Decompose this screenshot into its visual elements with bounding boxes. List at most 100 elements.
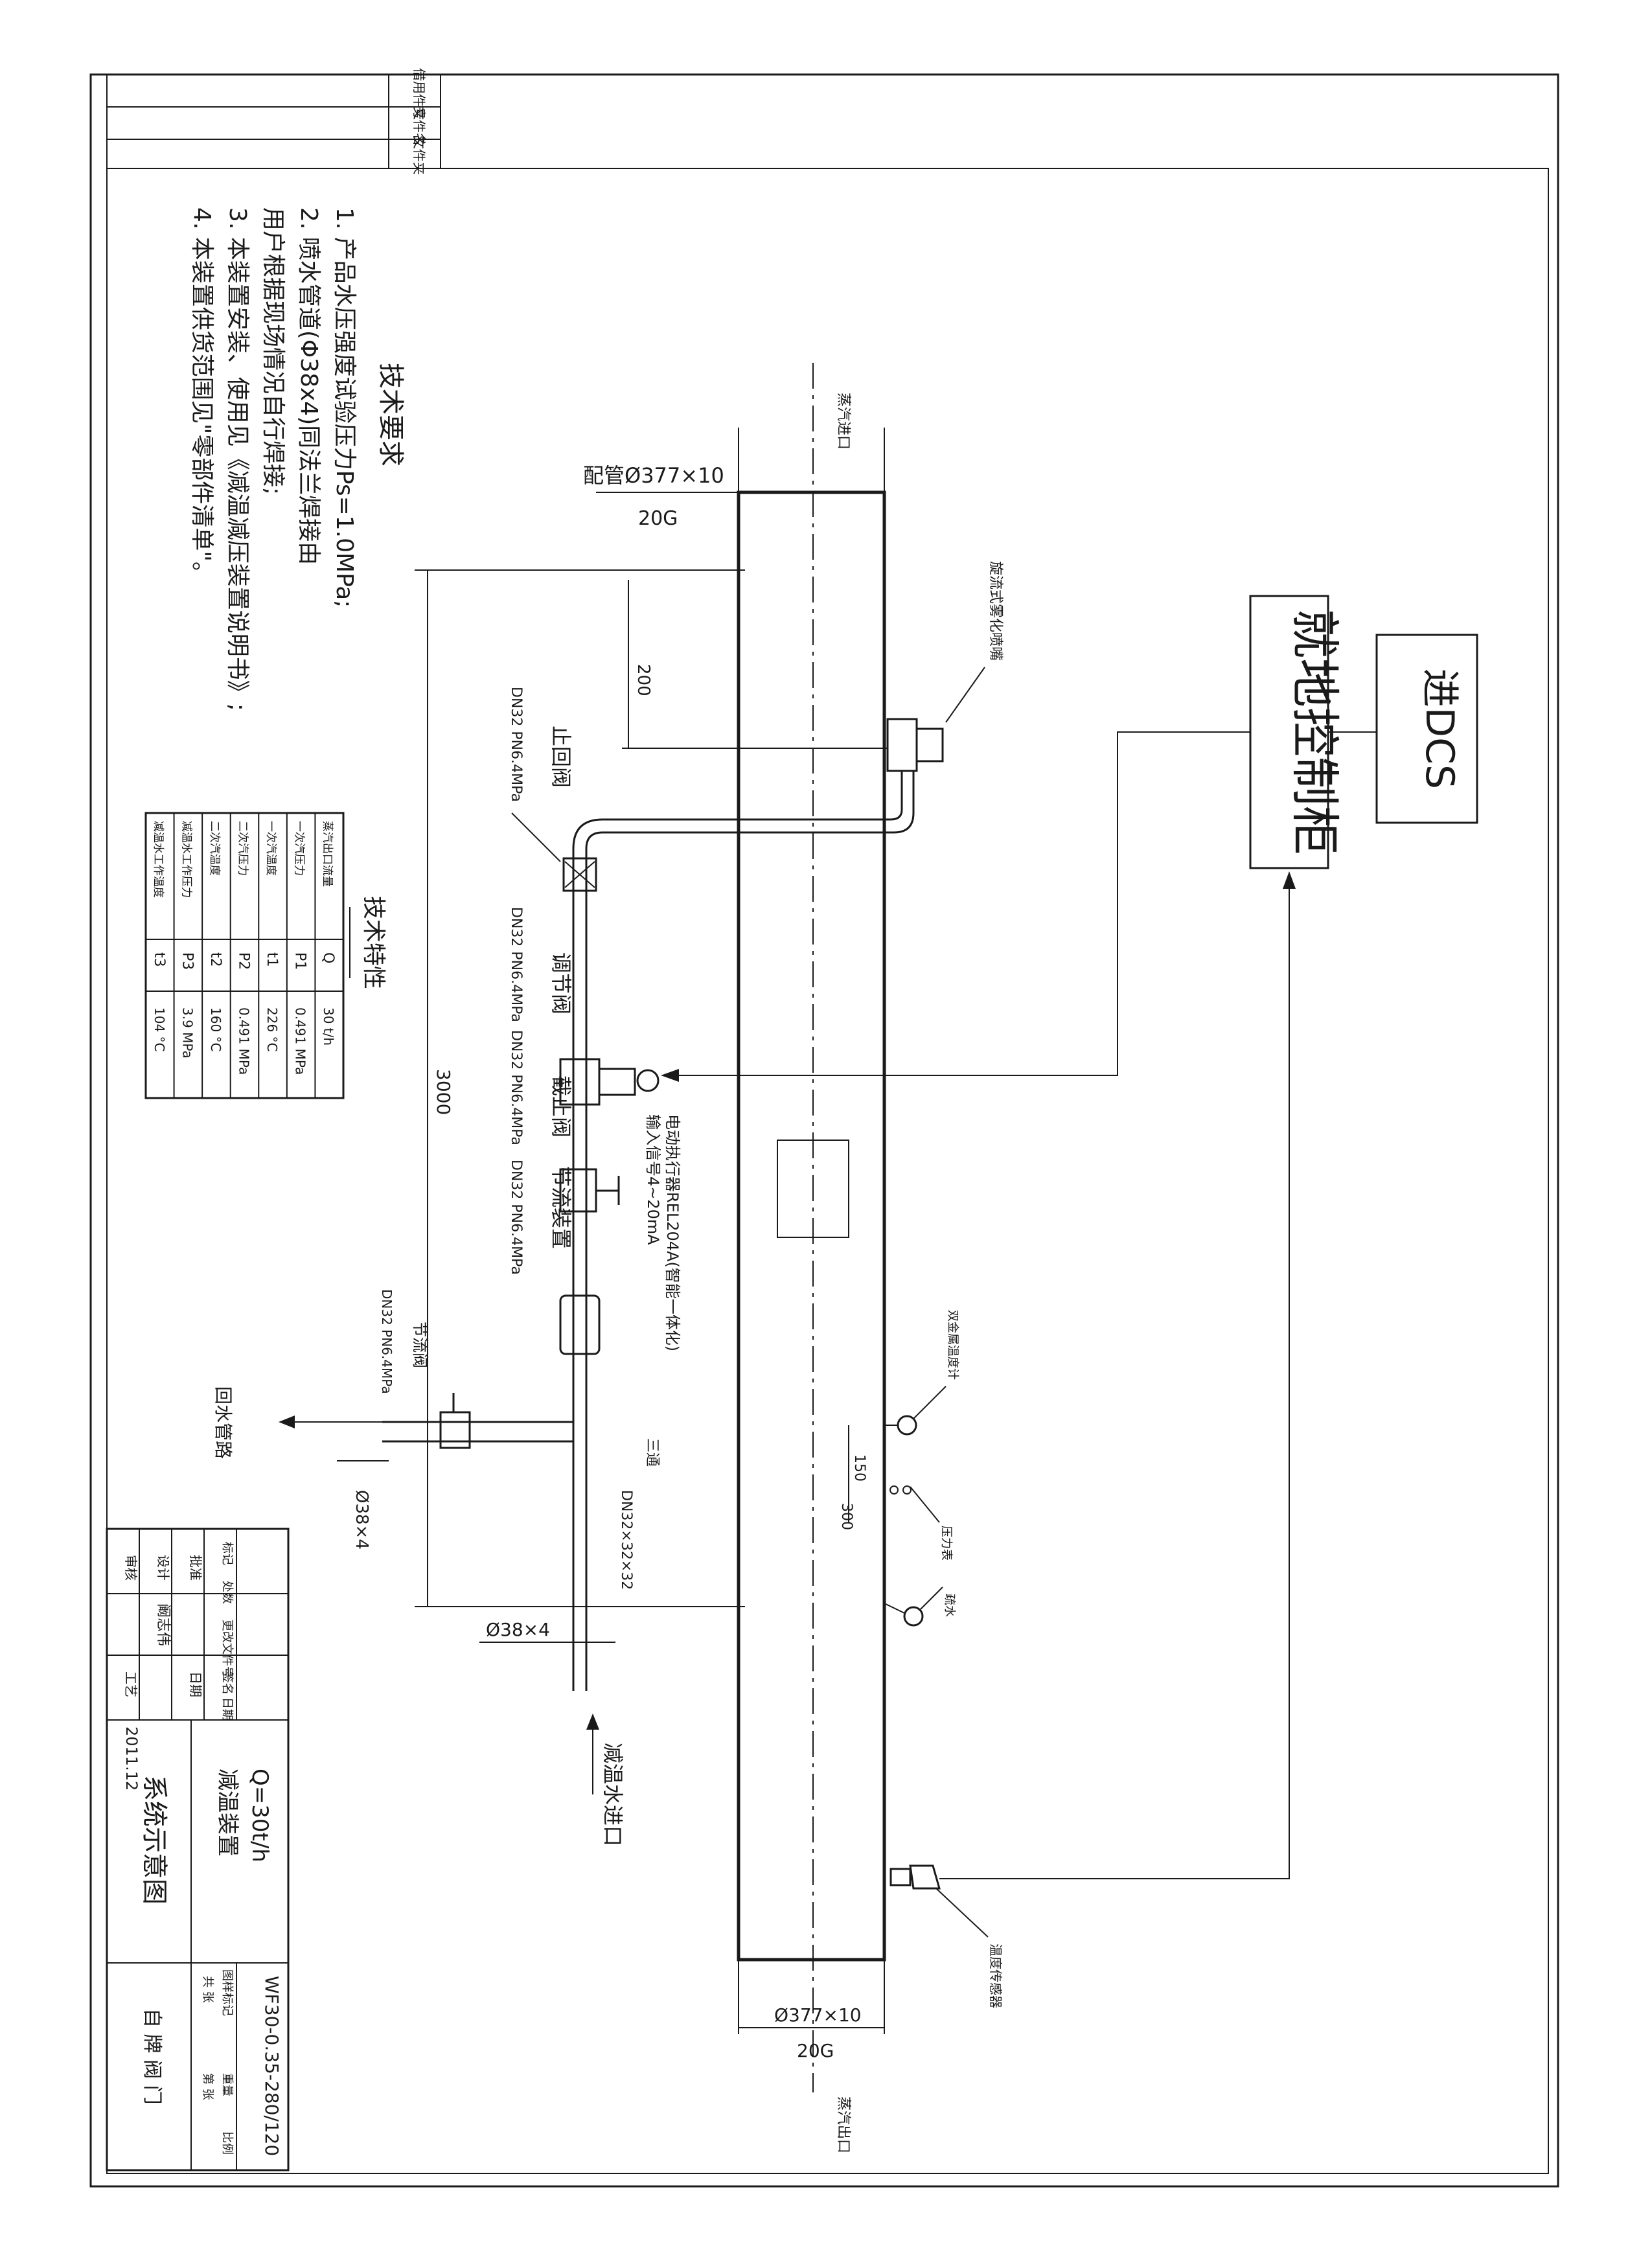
orifice-label: 节流装置 <box>549 1166 573 1249</box>
title-block: 设计 阚志伟 审核 批准 工艺 日期 2011.12 标记 处数 更改文件号 签… <box>106 1528 290 2171</box>
actuator-signal-line <box>674 731 1250 1076</box>
actuator-body <box>598 1068 636 1096</box>
pressure-gauge <box>889 1485 899 1495</box>
pressure-gauge <box>902 1485 912 1495</box>
pipe-top-spec: 配管Ø377×10 <box>583 463 724 488</box>
actuator-handwheel <box>636 1069 660 1092</box>
spec-symbol: P2 <box>236 952 252 970</box>
check-valve <box>562 857 597 892</box>
check-valve-label: 止回阀 <box>549 726 573 788</box>
pressure-gauge-label: 压力表 <box>939 1526 953 1561</box>
spray-line: 旋流式雾化喷嘴 200 <box>572 561 1004 865</box>
arrow-head <box>1283 871 1296 889</box>
leader <box>945 667 985 723</box>
temp-sensor-head <box>909 1864 941 1890</box>
sheet-label: 共 张 <box>201 1976 214 2003</box>
strip-label: 借用件号 <box>411 68 427 120</box>
spec-symbol: t1 <box>264 952 280 967</box>
spec-name: 一次汽压力 <box>293 821 306 876</box>
tb-row-label: 日期 <box>220 1697 234 1721</box>
inner-border <box>106 168 1549 2174</box>
stage-label: 图样标记 <box>220 1969 234 2016</box>
company-name: 自 牌 阀 门 <box>141 2008 163 2105</box>
note-item: 2. 喷水管道(Φ38x4)同法兰焊接由 <box>295 207 322 565</box>
tb-row-label: 签名 <box>220 1671 234 1695</box>
tb-date-label: 日期 <box>188 1671 203 1697</box>
dim-150: 150 <box>851 1454 867 1482</box>
steam-pipe-body <box>737 490 886 1962</box>
note-item: 1. 产品水压强度试验压力Ps=1.0MPa; <box>331 207 358 608</box>
arrow-head <box>586 1713 599 1730</box>
tb-approve-label: 批准 <box>188 1555 203 1581</box>
tb-design-label: 设计 <box>155 1555 171 1581</box>
leader <box>919 1587 943 1610</box>
check-valve-mark <box>564 861 595 888</box>
stop-valve-spec: DN32 PN6.4MPa <box>508 1030 524 1145</box>
spec-value: 104 °C <box>152 1007 167 1052</box>
title-block-frame <box>106 1528 290 2171</box>
reg-valve-spec: DN32 PN6.4MPa <box>508 907 524 1022</box>
spec-name: 二次汽温度 <box>208 821 221 876</box>
spray-pipe-outer <box>585 771 915 865</box>
tb-design-name: 阚志伟 <box>155 1603 171 1646</box>
leader <box>910 1486 940 1523</box>
pipe-bottom-spec: Ø377×10 <box>774 2004 862 2026</box>
drawing-number: WF30-0.35-280/120 <box>261 1976 282 2156</box>
tb-date: 2011.12 <box>122 1726 141 1791</box>
arrow-head <box>279 1415 295 1428</box>
pipe-inspection-box <box>777 1140 849 1238</box>
control-system: 就地控制柜 进DCS <box>661 595 1478 1879</box>
leader <box>935 1888 989 1938</box>
notes-title: 技术要求 <box>376 363 406 466</box>
scale-label: 比例 <box>220 2131 234 2155</box>
thermometer-label: 双金属温度计 <box>946 1310 959 1380</box>
arrow-head <box>661 1069 679 1082</box>
instrument-stem <box>884 1603 905 1614</box>
spec-value: 226 °C <box>264 1007 280 1052</box>
steam-pipe: 配管Ø377×10 20G 蒸汽进口 Ø377×10 20G 蒸汽出口 <box>583 363 886 2153</box>
spec-name: 减温水工作温度 <box>152 821 165 898</box>
pipe-top-material: 20G <box>638 507 678 530</box>
notes-block: 技术要求 1. 产品水压强度试验压力Ps=1.0MPa; 2. 喷水管道(Φ38… <box>189 207 406 711</box>
note-item: 4. 本装置供货范围见"零部件清单"。 <box>189 207 215 585</box>
product-line2: 减温装置 <box>214 1769 240 1857</box>
actuator-label: 电动执行器REL204A(智能一体化) <box>663 1114 682 1351</box>
sheet-of-label: 第 张 <box>201 2073 214 2100</box>
spec-value: 0.491 MPa <box>236 1007 252 1075</box>
nozzle-head <box>915 728 944 762</box>
instruments: 双金属温度计 压力表 150 300 疏水 温度传感器 <box>838 1310 1004 2008</box>
check-valve-spec: DN32 PN6.4MPa <box>508 687 524 802</box>
steam-outlet-label: 蒸汽出口 <box>835 2096 851 2153</box>
main-pipe-spec: Ø38×4 <box>486 1619 550 1640</box>
spec-name: 减温水工作压力 <box>179 821 192 898</box>
tee-spec: DN32×32×32 <box>618 1490 634 1590</box>
drain-valve <box>903 1606 924 1627</box>
spec-name: 一次汽温度 <box>264 821 277 876</box>
leader <box>511 812 561 862</box>
temp-sensor-label: 温度传感器 <box>988 1943 1004 2008</box>
return-pipe-label: 回水管路 <box>212 1386 234 1459</box>
tb-process-label: 工艺 <box>123 1671 139 1697</box>
sensor-signal-line <box>939 884 1290 1879</box>
spec-name: 二次汽压力 <box>236 821 249 876</box>
spray-pipe-inner <box>572 771 903 865</box>
spec-name: 蒸汽出口流量 <box>321 821 334 887</box>
actuator-signal: 输入信号4~20mA <box>644 1114 662 1245</box>
water-inlet-label: 减温水进口 <box>601 1743 625 1846</box>
temp-sensor-body <box>889 1868 912 1886</box>
stop-valve-label: 截止阀 <box>549 1075 573 1138</box>
tb-row-label: 处数 <box>220 1581 234 1604</box>
pipe-bottom-material: 20G <box>797 2040 834 2061</box>
note-item: 用户根据现场情况自行焊接; <box>260 207 286 495</box>
drain-label: 疏水 <box>943 1594 956 1617</box>
dcs-label: 进DCS <box>1417 669 1462 789</box>
strip-label: 文件名 <box>411 107 427 146</box>
spec-symbol: t3 <box>151 952 167 967</box>
throttle-valve-label: 节流阀 <box>411 1322 429 1368</box>
drawing-name: 系统示意图 <box>139 1775 169 1905</box>
orifice-device <box>559 1294 601 1355</box>
steam-inlet-label: 蒸汽进口 <box>835 393 851 450</box>
